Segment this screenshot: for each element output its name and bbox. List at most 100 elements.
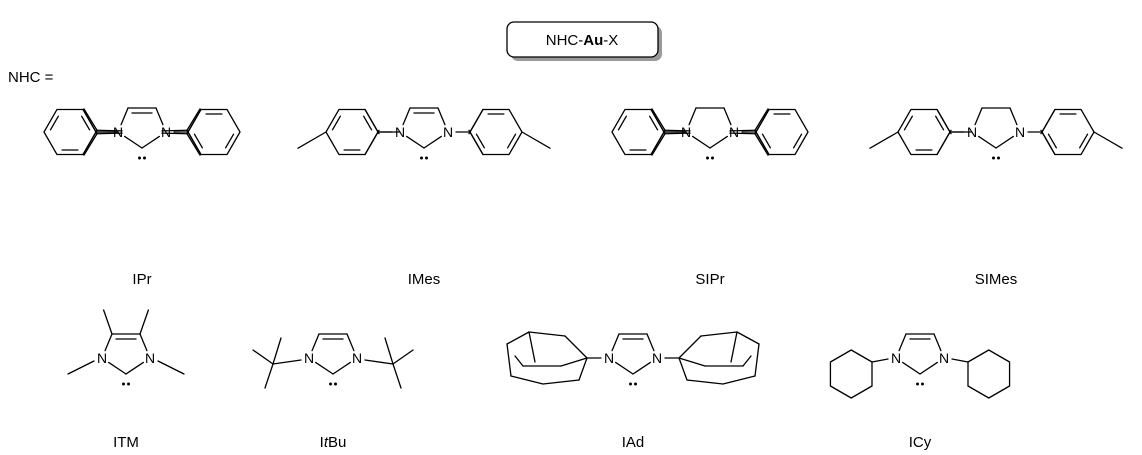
bond [871,358,889,363]
bond [729,132,756,135]
bond [723,107,732,126]
double-bond-inner [475,133,486,149]
bond [730,331,738,363]
bond [332,361,351,375]
methyl-bond [468,129,484,156]
lone-pair-dot [425,156,428,160]
bond [651,108,666,131]
methyl-bond [364,129,380,156]
bond [736,331,760,345]
bond [919,361,938,375]
bond [506,343,512,377]
bond [722,375,756,385]
methyl-bond [468,108,484,135]
bond [392,349,414,365]
nitrogen-atom: N [304,350,314,366]
lone-pair-dot [711,156,714,160]
nitrogen-atom: N [729,124,739,140]
bond [83,133,98,156]
double-bond-inner [80,115,91,131]
bond [978,135,997,149]
cyclohexyl-ring [829,349,873,399]
bond [124,135,143,149]
lone-pair-dot [992,156,995,160]
bond [650,129,666,156]
bond [632,361,651,375]
bond [510,375,544,385]
bond [933,333,942,352]
bond [650,108,666,135]
bond [664,132,691,135]
double-bond-inner [362,115,373,131]
bond [311,333,320,352]
label-sipr: SIPr [695,271,724,288]
nitrogen-atom: N [97,350,107,366]
bond [384,337,394,365]
bond [560,357,588,367]
bond [252,349,274,365]
bond [141,135,160,149]
lone-pair-dot [334,382,337,386]
bond [406,135,425,149]
methyl-bond [1040,129,1056,156]
nitrogen-atom: N [1015,124,1025,140]
lone-pair-dot [329,382,332,386]
bond [437,107,446,126]
double-bond-inner [49,115,60,131]
bond [423,135,442,149]
double-bond-inner [224,133,235,149]
bond [514,355,524,367]
label-ipr: IPr [132,271,151,288]
bond [686,379,724,385]
bond [120,107,129,126]
nitrogen-atom: N [652,350,662,366]
bond [83,108,98,131]
nitrogen-atom: N [604,350,614,366]
nitrogen-atom: N [443,124,453,140]
bond [528,331,566,337]
benzene-ring [1041,108,1095,156]
bond [528,331,536,363]
double-bond-inner [193,133,204,149]
lone-pair-dot [629,382,632,386]
bond [709,135,728,149]
bond [678,357,688,381]
bond [902,361,921,375]
bond [664,129,691,132]
bond [186,129,202,156]
bond [272,359,302,365]
double-bond-inner [792,133,803,149]
bond [578,357,588,381]
lone-pair-dot [921,382,924,386]
label-simes: SIMes [975,271,1018,288]
bond [754,108,770,135]
bond [392,363,402,389]
lone-pair-dot [706,156,709,160]
bond [729,129,756,132]
methyl-bond [67,360,95,375]
methyl-bond [521,131,551,149]
bond [995,135,1014,149]
bond [104,333,113,352]
bond [678,357,706,367]
bond [82,108,98,135]
double-bond-inner [1078,133,1089,149]
bond [615,361,634,375]
double-bond-inner [761,133,772,149]
methyl-bond [102,309,113,335]
bond [346,333,355,352]
lone-pair-dot [997,156,1000,160]
bond [754,133,769,156]
bond [108,361,127,375]
benzene-ring [325,108,379,156]
methyl-bond [936,129,952,156]
lone-pair-dot [634,382,637,386]
bond [402,107,411,126]
